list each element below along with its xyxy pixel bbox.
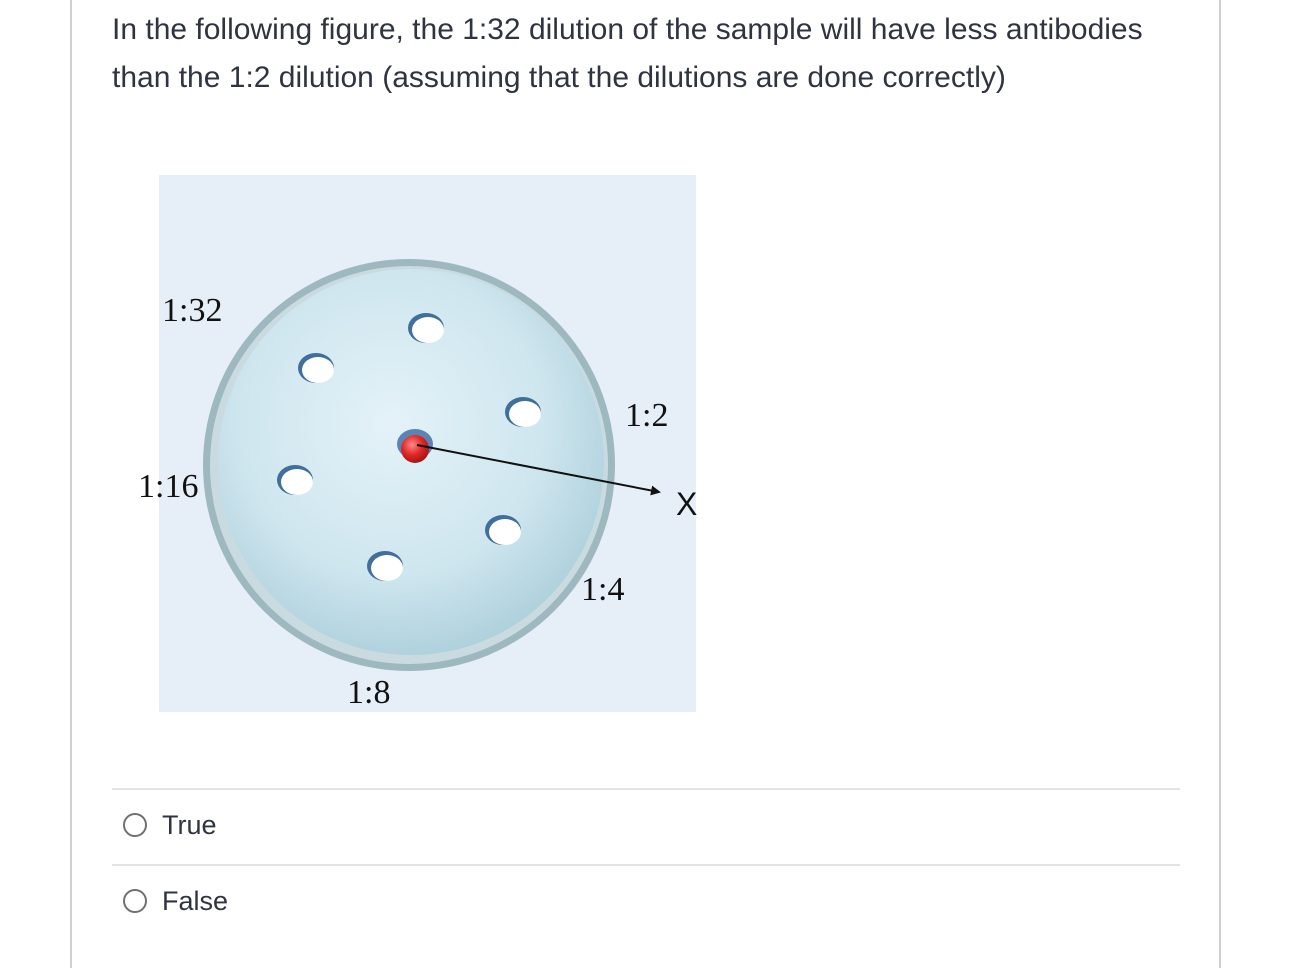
immunodiffusion-figure: 1:32 1:16 1:8 1:4 1:2 X (138, 175, 697, 712)
well-1-2 (505, 397, 541, 427)
label-1-16: 1:16 (138, 468, 198, 505)
label-x: X (676, 486, 697, 522)
right-border (1219, 0, 1221, 968)
well-1-32 (298, 353, 334, 383)
well-1-4 (485, 515, 521, 545)
question-text: In the following figure, the 1:32 diluti… (112, 13, 1143, 94)
label-1-32: 1:32 (162, 292, 222, 329)
center-well (397, 429, 433, 463)
well-1-8 (367, 551, 403, 581)
option-false[interactable]: False (120, 881, 228, 921)
figure-svg: 1:32 1:16 1:8 1:4 1:2 X (138, 175, 697, 712)
option-true-label: True (162, 809, 217, 840)
option-true[interactable]: True (120, 805, 217, 845)
well-1-16 (277, 465, 313, 495)
label-1-4: 1:4 (581, 571, 624, 608)
option-false-label: False (162, 885, 229, 916)
options-divider-middle (112, 864, 1180, 866)
radio-false[interactable] (123, 889, 147, 913)
well-top (408, 313, 444, 343)
label-1-8: 1:8 (347, 674, 390, 711)
left-border (70, 0, 72, 968)
options-divider-top (112, 788, 1180, 790)
diffusion-arrow (416, 444, 661, 496)
label-1-2: 1:2 (625, 397, 668, 434)
radio-true[interactable] (123, 813, 147, 837)
